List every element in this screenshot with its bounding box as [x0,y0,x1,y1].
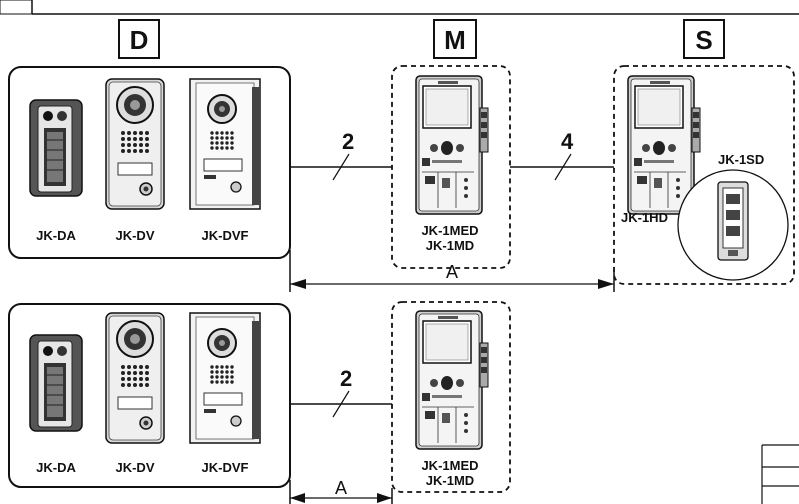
master-header: M [433,19,477,59]
jk-dvf-device-bottom [189,312,261,444]
jk-dv-device-bottom [105,312,165,444]
label-jk-1md-top: JK-1MD [426,238,474,253]
sub-header-text: S [695,25,712,55]
table-fragment [761,444,799,504]
label-jk-1med-top: JK-1MED [421,223,478,238]
label-jk-1med-bottom: JK-1MED [421,458,478,473]
label-jk-1hd: JK-1HD [621,210,668,225]
distance-label-bottom: A [335,478,347,498]
master-group-bottom [391,301,511,493]
header-tab [0,0,33,15]
jk-da-device-top [29,99,83,197]
sub-group [613,65,795,285]
jk-dv-device-top [105,78,165,210]
label-jk-dvf-bottom: JK-DVF [202,460,249,475]
label-jk-1sd: JK-1SD [718,152,764,167]
door-header-text: D [130,25,149,55]
master-group-top [391,65,511,269]
wire-count-door-master-bottom: 2 [340,366,352,391]
wire-count-master-sub: 4 [561,129,574,154]
jk-1med-device-top [415,75,489,215]
label-jk-1md-bottom: JK-1MD [426,473,474,488]
label-jk-da-bottom: JK-DA [36,460,76,475]
jk-da-device-bottom [29,334,83,432]
jk-1sd-device [717,181,749,261]
distance-label-top: A [446,262,458,282]
label-jk-dvf-top: JK-DVF [202,228,249,243]
jk-1med-device-bottom [415,310,489,450]
door-header: D [118,19,160,59]
label-jk-dv-top: JK-DV [115,228,154,243]
sub-header: S [683,19,725,59]
master-header-text: M [444,25,466,55]
jk-dvf-device-top [189,78,261,210]
wire-count-door-master-top: 2 [342,129,354,154]
label-jk-dv-bottom: JK-DV [115,460,154,475]
label-jk-da-top: JK-DA [36,228,76,243]
